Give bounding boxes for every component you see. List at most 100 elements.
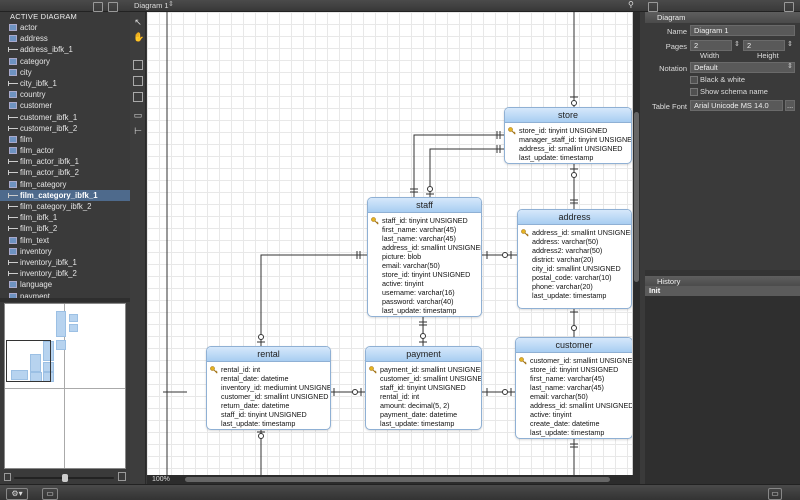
list-item[interactable]: inventory bbox=[0, 246, 130, 257]
table-column[interactable]: last_name: varchar(45) bbox=[382, 234, 456, 243]
add-layer-icon[interactable]: ▭ bbox=[42, 488, 58, 500]
pointer-icon[interactable]: ↖ bbox=[134, 17, 142, 27]
list-item[interactable]: payment bbox=[0, 291, 130, 298]
table-column[interactable]: last_update: timestamp bbox=[380, 419, 455, 428]
list-item[interactable]: film_ibfk_1 bbox=[0, 212, 130, 223]
table-column[interactable]: postal_code: varchar(10) bbox=[532, 273, 612, 282]
history-item[interactable]: Init bbox=[645, 286, 800, 296]
gear-icon[interactable]: ⚙▾ bbox=[6, 488, 28, 500]
list-item[interactable]: film_actor bbox=[0, 145, 130, 156]
table-column[interactable]: last_update: timestamp bbox=[221, 419, 296, 428]
table-column[interactable]: payment_id: smallint UNSIGNED bbox=[380, 365, 482, 374]
table-column[interactable]: store_id: tinyint UNSIGNED bbox=[382, 270, 471, 279]
list-item[interactable]: film_ibfk_2 bbox=[0, 223, 130, 234]
table-column[interactable]: city_id: smallint UNSIGNED bbox=[532, 264, 621, 273]
search-icon[interactable]: ⚲ bbox=[628, 0, 634, 9]
table-column[interactable]: staff_id: tinyint UNSIGNED bbox=[221, 410, 307, 419]
table-column[interactable]: first_name: varchar(45) bbox=[530, 374, 605, 383]
table-font-field[interactable]: Arial Unicode MS 14.0 bbox=[690, 100, 783, 111]
list-item[interactable]: film bbox=[0, 134, 130, 145]
toggle-panel-icon[interactable]: ▭ bbox=[768, 488, 782, 500]
table-column[interactable]: phone: varchar(20) bbox=[532, 282, 593, 291]
table-column[interactable]: staff_id: tinyint UNSIGNED bbox=[380, 383, 466, 392]
table-column[interactable]: store_id: tinyint UNSIGNED bbox=[530, 365, 619, 374]
inspector-icon[interactable] bbox=[648, 2, 658, 12]
zoom-level[interactable]: 100% bbox=[152, 476, 170, 483]
minimap-zoom-slider[interactable] bbox=[4, 472, 126, 484]
horizontal-scroll-thumb[interactable] bbox=[185, 477, 610, 482]
table-column[interactable]: create_date: datetime bbox=[530, 419, 600, 428]
list-item[interactable]: category bbox=[0, 56, 130, 67]
vertical-scroll-thumb[interactable] bbox=[634, 112, 639, 282]
relation-tool-icon[interactable]: ⊢ bbox=[134, 126, 142, 136]
list-item[interactable]: city bbox=[0, 67, 130, 78]
table-tool-icon[interactable] bbox=[133, 60, 143, 70]
list-item[interactable]: actor bbox=[0, 22, 130, 33]
list-item[interactable]: inventory_ibfk_2 bbox=[0, 268, 130, 279]
table-column[interactable]: rental_id: int bbox=[380, 392, 420, 401]
bw-checkbox[interactable] bbox=[690, 76, 698, 84]
table-column[interactable]: username: varchar(16) bbox=[382, 288, 455, 297]
table-column[interactable]: address_id: smallint UNSIGNED bbox=[530, 401, 633, 410]
table-column[interactable]: rental_id: int bbox=[221, 365, 261, 374]
list-item[interactable]: language bbox=[0, 279, 130, 290]
table-column[interactable]: email: varchar(50) bbox=[530, 392, 588, 401]
list-item[interactable]: film_actor_ibfk_1 bbox=[0, 156, 130, 167]
image-tool-icon[interactable] bbox=[133, 92, 143, 102]
table-column[interactable]: amount: decimal(5, 2) bbox=[380, 401, 450, 410]
table-column[interactable]: return_date: datetime bbox=[221, 401, 290, 410]
name-field[interactable]: Diagram 1 bbox=[690, 25, 795, 36]
minimap-viewport[interactable] bbox=[6, 340, 51, 382]
hand-icon[interactable]: ✋ bbox=[133, 32, 145, 42]
notation-select[interactable]: Default bbox=[690, 62, 795, 73]
table-column[interactable]: last_update: timestamp bbox=[519, 153, 594, 162]
table-column[interactable]: address_id: smallint UNSIGNED bbox=[519, 144, 623, 153]
panel-splitter[interactable] bbox=[645, 270, 800, 276]
table-column[interactable]: password: varchar(40) bbox=[382, 297, 454, 306]
duplicate-icon[interactable] bbox=[108, 2, 118, 12]
list-item[interactable]: film_category_ibfk_2 bbox=[0, 201, 130, 212]
table-column[interactable]: last_update: timestamp bbox=[530, 428, 605, 437]
table-column[interactable]: inventory_id: mediumint UNSIGNED bbox=[221, 383, 331, 392]
chevron-down-icon[interactable]: ⇕ bbox=[787, 63, 793, 70]
list-item[interactable]: film_actor_ibfk_2 bbox=[0, 167, 130, 178]
view-tool-icon[interactable] bbox=[133, 76, 143, 86]
zoom-in-icon[interactable] bbox=[118, 472, 126, 481]
table-column[interactable]: last_update: timestamp bbox=[382, 306, 457, 315]
list-item[interactable]: film_category_ibfk_1 bbox=[0, 189, 130, 201]
zoom-out-icon[interactable] bbox=[4, 473, 11, 481]
list-item[interactable]: film_text bbox=[0, 235, 130, 246]
diagram-tab[interactable]: Diagram 1 bbox=[134, 1, 169, 10]
schema-checkbox[interactable] bbox=[690, 88, 698, 96]
list-view-icon[interactable] bbox=[93, 2, 103, 12]
table-column[interactable]: manager_staff_id: tinyint UNSIGNED bbox=[519, 135, 632, 144]
table-column[interactable]: customer_id: smallint UNSIGNED bbox=[530, 356, 633, 365]
list-item[interactable]: customer_ibfk_2 bbox=[0, 123, 130, 134]
height-stepper-icon[interactable]: ⇕ bbox=[787, 41, 793, 48]
layer-tool-icon[interactable]: ▭ bbox=[133, 110, 143, 120]
table-column[interactable]: store_id: tinyint UNSIGNED bbox=[519, 126, 608, 135]
panel-splitter[interactable] bbox=[0, 298, 130, 302]
table-column[interactable]: address: varchar(50) bbox=[532, 237, 599, 246]
table-column[interactable]: rental_date: datetime bbox=[221, 374, 289, 383]
list-item[interactable]: city_ibfk_1 bbox=[0, 78, 130, 89]
table-column[interactable]: staff_id: tinyint UNSIGNED bbox=[382, 216, 468, 225]
table-column[interactable]: active: tinyint bbox=[382, 279, 424, 288]
table-column[interactable]: email: varchar(50) bbox=[382, 261, 440, 270]
table-column[interactable]: active: tinyint bbox=[530, 410, 572, 419]
pages-height-field[interactable]: 2 bbox=[743, 40, 785, 51]
panel-toggle-icon[interactable] bbox=[784, 2, 794, 12]
table-column[interactable]: payment_date: datetime bbox=[380, 410, 458, 419]
pages-width-field[interactable]: 2 bbox=[690, 40, 732, 51]
list-item[interactable]: country bbox=[0, 89, 130, 100]
list-item[interactable]: customer bbox=[0, 100, 130, 111]
history-list[interactable] bbox=[645, 296, 800, 484]
